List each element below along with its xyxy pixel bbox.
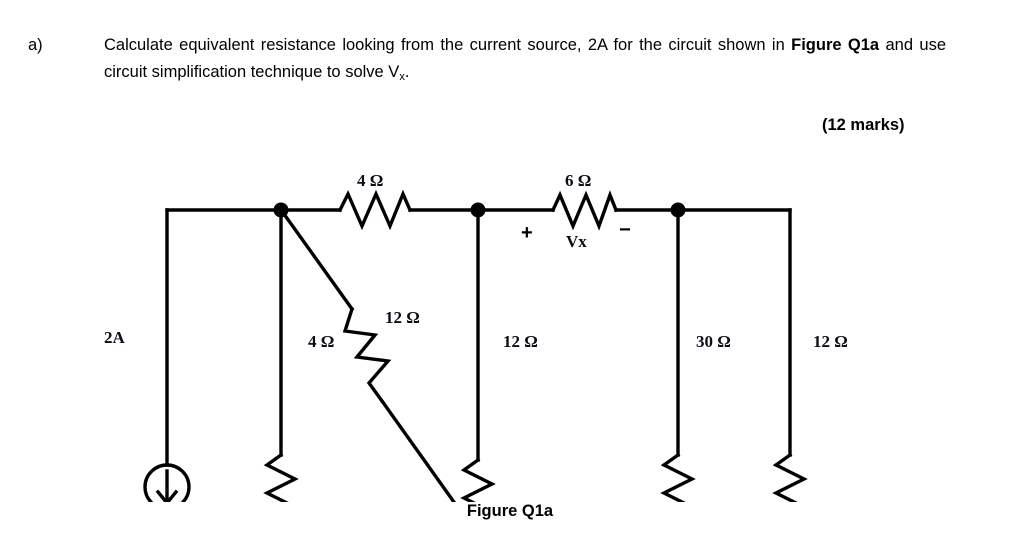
label-resistor-4ohm-top: 4 Ω — [357, 171, 384, 190]
question-text-part3: . — [404, 63, 410, 81]
label-current-source: 2A — [104, 328, 125, 347]
polarity-plus-sign: + — [521, 222, 533, 244]
resistor-4ohm-top-zigzag — [337, 189, 413, 231]
polarity-minus-sign: − — [619, 219, 631, 241]
question-text-part1: Calculate equivalent resistance looking … — [104, 36, 792, 54]
figure-caption: Figure Q1a — [466, 502, 554, 520]
question-text: Calculate equivalent resistance looking … — [104, 32, 946, 91]
question-text-subscript: x — [399, 71, 405, 84]
question-figure-reference: Figure Q1a — [791, 36, 880, 54]
junction-dot-node-b — [470, 202, 486, 218]
question-item-label: a) — [28, 36, 43, 54]
label-resistor-12ohm-vertical: 12 Ω — [503, 332, 538, 351]
label-resistor-12ohm-right: 12 Ω — [813, 332, 848, 351]
wire-diagonal-upper — [281, 211, 355, 312]
label-resistor-6ohm: 6 Ω — [565, 171, 592, 190]
question-text-part2: and use circuit simplification technique… — [104, 36, 946, 81]
wire-diagonal-lower — [379, 398, 457, 502]
junction-dot-node-a — [273, 202, 289, 218]
resistor-12ohm-vertical-zigzag — [460, 457, 496, 502]
junction-dot-node-c — [670, 202, 686, 218]
marks-allocation: (12 marks) — [822, 116, 905, 134]
resistor-12ohm-diagonal-zigzag — [342, 306, 392, 404]
resistor-12ohm-right-zigzag — [772, 452, 808, 502]
resistor-4ohm-vertical-zigzag — [263, 452, 299, 502]
label-voltage-vx: Vx — [566, 232, 587, 251]
resistor-6ohm-zigzag — [550, 190, 619, 231]
circuit-schematic — [143, 189, 808, 502]
current-source-arrow-head — [155, 489, 179, 502]
label-resistor-30ohm: 30 Ω — [696, 332, 731, 351]
resistor-30ohm-zigzag — [660, 452, 696, 502]
current-source-circle — [143, 463, 191, 502]
question-block: a) Calculate equivalent resistance looki… — [0, 0, 1020, 160]
label-resistor-12ohm-diagonal: 12 Ω — [385, 308, 420, 327]
circuit-figure: 4 Ω 6 Ω 4 Ω 12 Ω 12 Ω 30 Ω 12 Ω 2A + Vx … — [0, 150, 1020, 552]
label-resistor-4ohm-vertical: 4 Ω — [308, 332, 335, 351]
